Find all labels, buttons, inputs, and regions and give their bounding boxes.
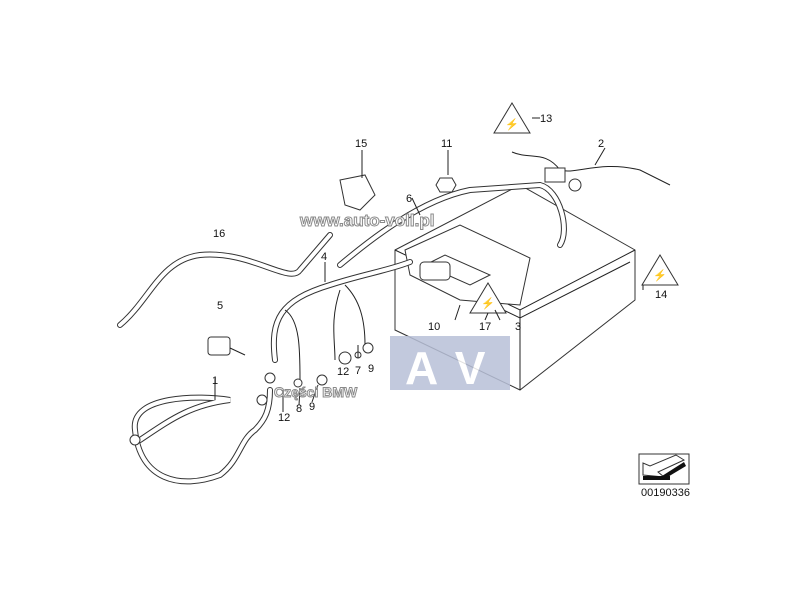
- label-13: 13: [540, 113, 552, 125]
- label-9b: 9: [368, 363, 374, 375]
- part-5: [207, 336, 231, 356]
- nut-11: [435, 177, 457, 193]
- label-12b: 12: [337, 366, 349, 378]
- label-6: 6: [406, 193, 412, 205]
- cable-16: [117, 232, 333, 328]
- cable-2: [511, 151, 671, 186]
- warning-label-17: ⚡: [469, 282, 507, 314]
- label-15: 15: [355, 138, 367, 150]
- cable-4: [270, 259, 413, 363]
- label-9a: 9: [309, 401, 315, 413]
- label-4: 4: [321, 251, 327, 263]
- label-17: 17: [479, 321, 491, 333]
- label-2: 2: [598, 138, 604, 150]
- svg-text:⚡: ⚡: [653, 269, 667, 282]
- label-10: 10: [428, 321, 440, 333]
- svg-text:⚡: ⚡: [505, 118, 519, 131]
- label-8: 8: [296, 403, 302, 415]
- label-5: 5: [217, 300, 223, 312]
- label-12a: 12: [278, 412, 290, 424]
- label-3: 3: [515, 321, 521, 333]
- warning-label-14: ⚡: [641, 254, 679, 286]
- label-16: 16: [213, 228, 225, 240]
- svg-text:AV: AV: [405, 342, 506, 394]
- label-7: 7: [355, 365, 361, 377]
- label-14: 14: [655, 289, 667, 301]
- svg-text:⚡: ⚡: [481, 297, 495, 310]
- watermark-brand: Części BMW: [274, 384, 358, 400]
- bracket-15: [339, 174, 376, 211]
- diagram-number: 00190336: [641, 487, 690, 499]
- watermark-logo: AV: [390, 336, 510, 394]
- label-11: 11: [441, 138, 452, 150]
- direction-arrow-icon: [638, 453, 690, 485]
- warning-label-13: ⚡: [493, 102, 531, 134]
- watermark-url: www.auto-voll.pl: [299, 211, 434, 230]
- label-1: 1: [212, 375, 218, 387]
